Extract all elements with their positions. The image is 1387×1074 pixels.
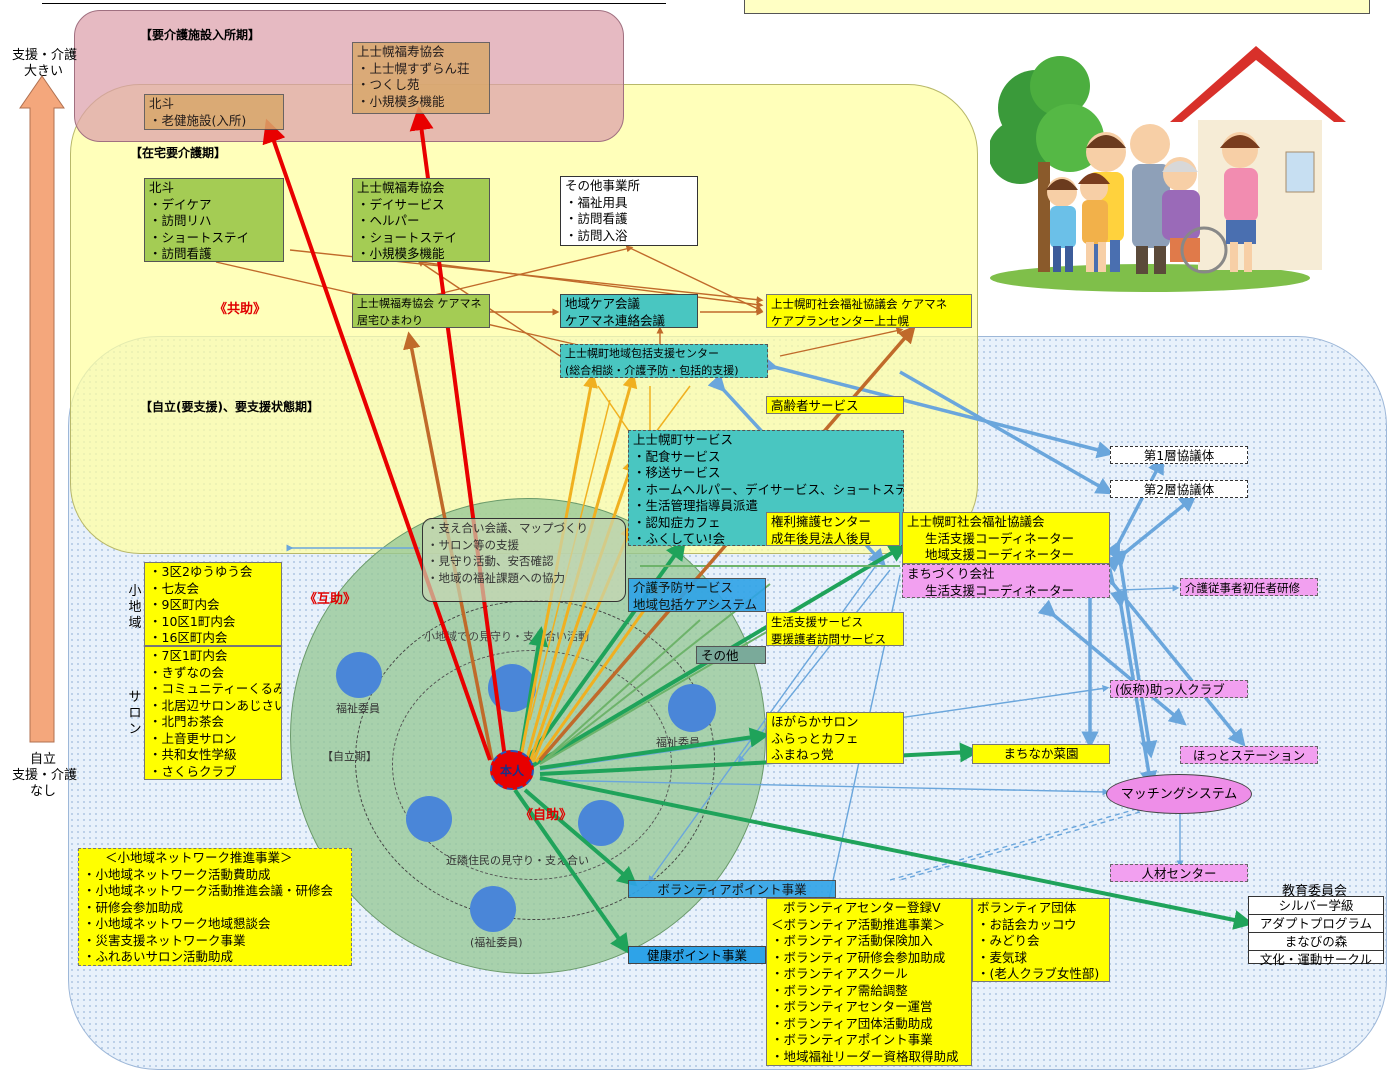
kaigo-yobo: 介護予防サービス地域包括ケアシステム <box>628 578 766 612</box>
axis-bottom-label-2: 支援・介護 <box>12 768 78 783</box>
education-list: シルバー学級 アダプトプログラム まなびの森 文化・運動サークル <box>1248 896 1384 967</box>
education-item: 文化・運動サークル <box>1259 952 1373 967</box>
family-illustration <box>990 42 1346 292</box>
kyogi-2: 第2層協議体 <box>1110 480 1248 498</box>
circle-label-bottom: 近隣住民の見守り・支え合い <box>446 854 589 867</box>
salon-three: ほがらかサロンふらっとカフェふまねっ党 <box>766 712 904 764</box>
top-rule <box>42 3 666 4</box>
volunteer-program: ボランティアセンター登録V＜ボランティア活動推進事業＞・ボランティア活動保険加入… <box>766 898 972 1066</box>
machinaka-garden: まちなか菜園 <box>972 744 1110 764</box>
home-chiiki: 地域ケア会議ケアマネ連絡会議 <box>560 294 698 328</box>
volunteer-groups: ボランティア団体・お話会カッコウ・みどり会・麦気球・(老人クラブ女性部) <box>972 898 1110 982</box>
kyogi-1: 第1層協議体 <box>1110 446 1248 464</box>
education-item: アダプトプログラム <box>1249 915 1383 933</box>
education-title: 教育委員会 <box>1282 884 1348 899</box>
facility-hokuto: 北斗・老健施設(入所) <box>144 94 284 130</box>
axis-arrow <box>19 75 65 743</box>
salon-label: サロン <box>128 690 142 737</box>
education-item: シルバー学級 <box>1249 897 1383 915</box>
education-item: まなびの森 <box>1249 933 1383 951</box>
gojo-label: 《互助》 <box>304 592 357 607</box>
circle-label-bottom2: (福祉委員) <box>470 936 523 949</box>
home-fukuju: 上士幌福寿協会・デイサービス・ヘルパー・ショートステイ・小規模多機能 <box>352 178 490 262</box>
member-circle-1 <box>336 652 382 698</box>
kensyu: 介護従事者初任者研修 <box>1180 578 1318 596</box>
axis-top-label-1: 支援・介護 <box>12 48 78 63</box>
facility-fukuju: 上士幌福寿協会・上士幌すずらん荘・つくし苑・小規模多機能 <box>352 42 490 114</box>
axis-bottom-label-1: 自立 <box>30 752 57 767</box>
member-circle-5 <box>578 800 624 846</box>
hotto-station: ほっとステーション <box>1180 746 1318 764</box>
sukketo-club: (仮称)助っ人クラブ <box>1110 680 1248 698</box>
gojo-activities: ・支え合い会議、マップづくり・サロン等の支援・見守り活動、安否確認・地域の福祉課… <box>422 518 626 602</box>
kourei-service: 高齢者サービス <box>766 396 904 414</box>
independent-zone-label: 【自立(要支援)、要支援状態期】 <box>140 400 319 414</box>
member-circle-3 <box>668 684 716 732</box>
shakyo-coordinator: 上士幌町社会福祉協議会生活支援コーディネーター地域支援コーディネーター <box>902 512 1110 564</box>
inner-ring-inner <box>392 650 672 880</box>
home-hokuto: 北斗・デイケア・訪問リハ・ショートステイ・訪問看護 <box>144 178 284 262</box>
machizukuri: まちづくり会社生活支援コーディネーター <box>902 564 1110 598</box>
circle-label-self: 【自立期】 <box>322 750 377 763</box>
salon-list: ・7区1町内会・きずなの会・コミュニティーくるみ・北居辺サロンあじさい・北門お茶… <box>144 646 282 780</box>
kenri-center: 権利擁護センター成年後見法人後見 <box>766 512 900 546</box>
matching-system: マッチングシステム <box>1106 774 1252 814</box>
home-shakyo-cm: 上士幌町社会福祉協議会 ケアマネケアプランセンター上士幌 <box>766 294 972 328</box>
kyojo-label: 《共助》 <box>214 302 267 317</box>
notice-box <box>744 0 1370 14</box>
axis-top-label-2: 大きい <box>24 64 64 79</box>
seikatsu-shien: 生活支援サービス要援護者訪問サービス <box>766 612 904 646</box>
jinzai-center: 人材センター <box>1110 864 1248 882</box>
shochiiki-label: 小地域 <box>128 584 142 631</box>
home-zone-label: 【在宅要介護期】 <box>130 146 227 160</box>
jijo-label: 《自助》 <box>520 808 573 823</box>
person-node: 本人 <box>490 750 534 790</box>
network-program: ＜小地域ネットワーク推進事業＞・小地域ネットワーク活動費助成・小地域ネットワーク… <box>78 848 352 966</box>
facility-zone-label: 【要介護施設入所期】 <box>140 28 261 42</box>
kenko-point: 健康ポイント事業 <box>628 946 766 964</box>
volunteer-point: ボランティアポイント事業 <box>628 880 836 898</box>
circle-label-left: 福祉委員 <box>336 702 380 715</box>
member-circle-6 <box>470 886 516 932</box>
small-area-list: ・3区2ゆうゆう会・七友会・9区町内会・10区1町内会・16区町内会 <box>144 562 282 646</box>
home-caremgr: 上士幌福寿協会 ケアマネ居宅ひまわり <box>352 294 490 328</box>
home-houkatsu: 上士幌町地域包括支援センター(総合相談・介護予防・包括的支援) <box>560 344 768 378</box>
axis-bottom-label-3: なし <box>30 784 57 799</box>
member-circle-4 <box>406 796 452 842</box>
home-other: その他事業所・福祉用具・訪問看護・訪問入浴 <box>560 176 698 246</box>
other-gray: その他 <box>696 646 766 664</box>
